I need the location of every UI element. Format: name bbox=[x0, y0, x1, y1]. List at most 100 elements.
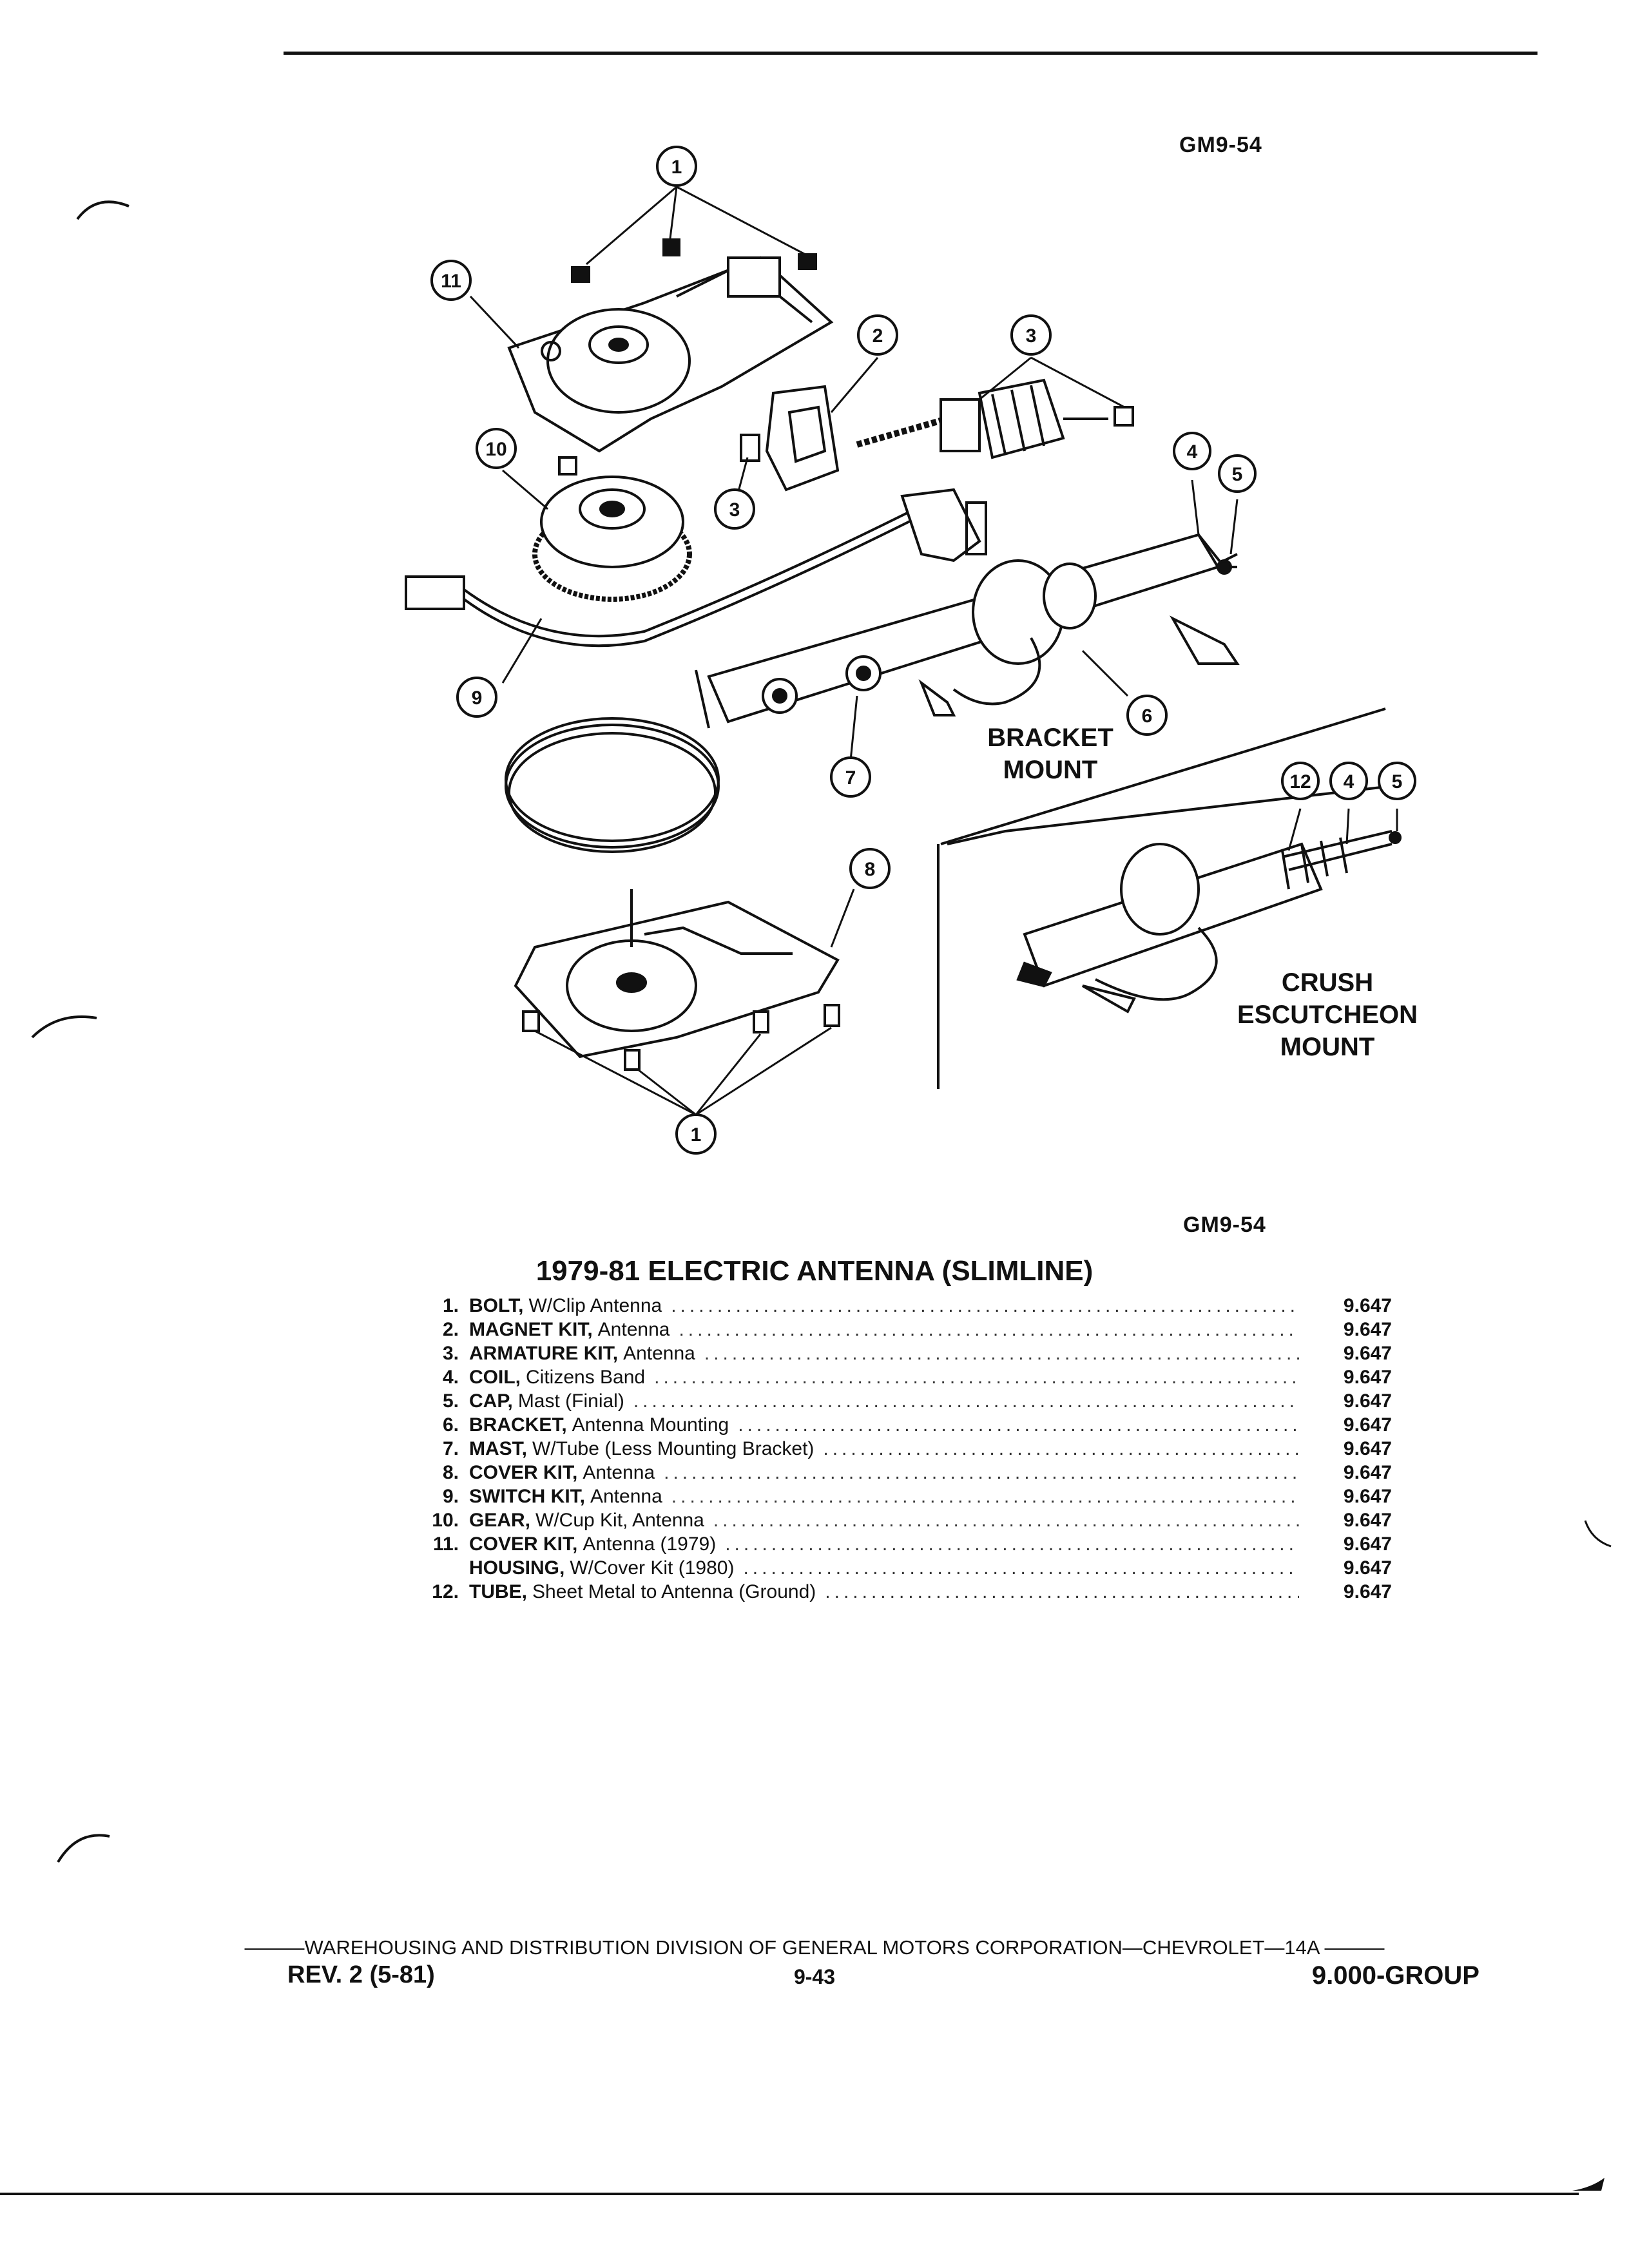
callout-label: 10 bbox=[485, 439, 506, 460]
footer-group: 9.000-GROUP bbox=[1311, 1961, 1480, 1990]
small-block-3 bbox=[740, 434, 760, 462]
callout-label: 12 bbox=[1289, 771, 1311, 793]
switch-kit-9 bbox=[405, 488, 987, 648]
part-description: Antenna Mounting bbox=[572, 1414, 729, 1436]
dot-leader bbox=[671, 1295, 1299, 1317]
group-number: 9.647 bbox=[1343, 1319, 1392, 1340]
parts-row: 7. MAST, W/Tube (Less Mounting Bracket) … bbox=[412, 1438, 1392, 1462]
callout-label: 2 bbox=[872, 325, 883, 347]
bracket-mount-line: MOUNT bbox=[1003, 756, 1098, 784]
callout-label: 8 bbox=[865, 859, 876, 880]
part-description: Antenna (1979) bbox=[583, 1533, 717, 1555]
part-number: 6. bbox=[442, 1414, 459, 1436]
figure-id-bottom: GM9-54 bbox=[1183, 1213, 1266, 1237]
crush-mount-line: CRUSH bbox=[1281, 968, 1374, 997]
part-description: Antenna bbox=[597, 1319, 670, 1340]
antenna-exploded-diagram: 1 11 2 3 10 3 4 5 9 6 7 12 4 5 8 1 bbox=[31, 146, 1416, 1155]
magnet-2 bbox=[765, 385, 840, 492]
dot-leader bbox=[633, 1390, 1299, 1412]
page-title: 1979-81 ELECTRIC ANTENNA (SLIMLINE) bbox=[535, 1255, 1094, 1287]
parts-row: HOUSING, W/Cover Kit (1980) 9.647 bbox=[412, 1557, 1392, 1581]
part-number: 12. bbox=[432, 1581, 459, 1602]
parts-row: 8. COVER KIT, Antenna 9.647 bbox=[412, 1462, 1392, 1486]
part-description: W/Clip Antenna bbox=[528, 1295, 662, 1316]
dot-leader bbox=[654, 1367, 1299, 1389]
bolt-part bbox=[624, 1049, 641, 1071]
part-name: TUBE, bbox=[469, 1581, 527, 1602]
part-number: 1. bbox=[442, 1295, 459, 1316]
part-description: Citizens Band bbox=[526, 1367, 646, 1388]
part-number: 5. bbox=[442, 1390, 459, 1412]
dot-leader bbox=[825, 1581, 1299, 1603]
bolt-part bbox=[662, 238, 680, 256]
footer-revision: REV. 2 (5-81) bbox=[287, 1961, 435, 1988]
part-number: 11. bbox=[432, 1533, 459, 1555]
cover-kit-8 bbox=[514, 889, 840, 1059]
mast-assembly bbox=[695, 533, 1240, 729]
part-number: 4. bbox=[442, 1367, 459, 1388]
parts-row: 12. TUBE, Sheet Metal to Antenna (Ground… bbox=[412, 1581, 1392, 1605]
part-number: 2. bbox=[442, 1319, 459, 1340]
part-description: Antenna bbox=[583, 1462, 655, 1483]
coiled-mast-cable bbox=[505, 717, 720, 853]
part-name: SWITCH KIT, bbox=[469, 1486, 585, 1507]
small-block bbox=[558, 456, 577, 476]
bolt-part bbox=[522, 1010, 540, 1032]
part-description: W/Tube (Less Mounting Bracket) bbox=[532, 1438, 815, 1459]
callout-label: 3 bbox=[729, 499, 740, 521]
part-description: Antenna bbox=[623, 1343, 695, 1364]
bolt-part bbox=[798, 253, 817, 270]
bolt-part bbox=[571, 266, 590, 283]
group-number: 9.647 bbox=[1343, 1462, 1392, 1483]
parts-row: 1. BOLT, W/Clip Antenna 9.647 bbox=[412, 1295, 1392, 1319]
part-description: Mast (Finial) bbox=[517, 1390, 624, 1412]
part-name: BRACKET, bbox=[469, 1414, 567, 1436]
part-description: Antenna bbox=[590, 1486, 662, 1507]
group-number: 9.647 bbox=[1343, 1343, 1392, 1364]
part-name: COVER KIT, bbox=[469, 1533, 578, 1555]
part-description: W/Cup Kit, Antenna bbox=[535, 1510, 704, 1531]
page-number: 9-43 bbox=[793, 1965, 836, 1988]
top-rule bbox=[284, 52, 1537, 55]
callout-label: 5 bbox=[1232, 464, 1243, 485]
group-number: 9.647 bbox=[1343, 1295, 1392, 1316]
dot-leader bbox=[679, 1319, 1299, 1341]
parts-list: 1. BOLT, W/Clip Antenna 9.647 2. MAGNET … bbox=[412, 1295, 1392, 1605]
dot-leader bbox=[671, 1486, 1299, 1508]
cover-kit-11 bbox=[507, 256, 834, 453]
group-number: 9.647 bbox=[1343, 1414, 1392, 1436]
footer-division: ———WAREHOUSING AND DISTRIBUTION DIVISION… bbox=[244, 1936, 1385, 1959]
part-name: BOLT, bbox=[469, 1295, 524, 1316]
bottom-rule bbox=[0, 2193, 1579, 2195]
gear-10 bbox=[532, 476, 692, 602]
part-description: Sheet Metal to Antenna (Ground) bbox=[532, 1581, 816, 1602]
part-number: 3. bbox=[442, 1343, 459, 1364]
dot-leader bbox=[704, 1343, 1299, 1365]
callout-label: 4 bbox=[1344, 771, 1354, 793]
binder-mark bbox=[76, 200, 130, 220]
callout-label: 9 bbox=[472, 687, 483, 709]
part-name: COVER KIT, bbox=[469, 1462, 578, 1483]
parts-row: 10. GEAR, W/Cup Kit, Antenna 9.647 bbox=[412, 1510, 1392, 1533]
callout-label: 3 bbox=[1026, 325, 1037, 347]
group-number: 9.647 bbox=[1343, 1438, 1392, 1459]
part-name: COIL, bbox=[469, 1367, 521, 1388]
bracket-mount-label: BRACKET MOUNT bbox=[967, 722, 1134, 786]
callout-label: 7 bbox=[845, 767, 856, 789]
dot-leader bbox=[664, 1462, 1299, 1484]
group-number: 9.647 bbox=[1343, 1533, 1392, 1555]
callout-label: 5 bbox=[1392, 771, 1403, 793]
dot-leader bbox=[738, 1414, 1299, 1436]
parts-row: 2. MAGNET KIT, Antenna 9.647 bbox=[412, 1319, 1392, 1343]
callout-label: 1 bbox=[691, 1124, 702, 1146]
part-description: W/Cover Kit (1980) bbox=[570, 1557, 735, 1579]
leader-lines bbox=[469, 186, 1398, 1116]
callout-label: 11 bbox=[441, 271, 461, 292]
bracket-mount-line: BRACKET bbox=[987, 724, 1113, 752]
parts-row: 6. BRACKET, Antenna Mounting 9.647 bbox=[412, 1414, 1392, 1438]
bolt-part bbox=[753, 1010, 769, 1033]
part-name: MAGNET KIT, bbox=[469, 1319, 593, 1340]
dot-leader bbox=[743, 1557, 1299, 1579]
part-name: HOUSING, bbox=[469, 1557, 565, 1579]
armature-3 bbox=[856, 378, 1134, 459]
